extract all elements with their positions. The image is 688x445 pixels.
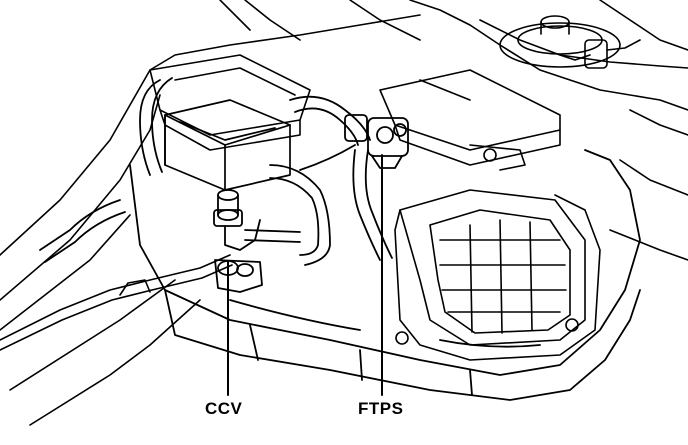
vapor-line: [0, 254, 233, 351]
fuel-pump-cap: [499, 15, 641, 69]
callout-leaders: [227, 154, 383, 396]
vapor-box-module: [394, 189, 601, 361]
ftps-sensor: [344, 114, 409, 169]
ftps-label: FTPS: [358, 399, 404, 418]
top-shield-plate: [149, 54, 561, 166]
fuel-tank: [129, 149, 641, 401]
hoses: [39, 77, 393, 266]
mounting-bolts: [395, 144, 579, 345]
ccv-label: CCV: [205, 399, 243, 418]
ccv-valve: [213, 189, 263, 293]
charcoal-canister: [164, 99, 291, 191]
